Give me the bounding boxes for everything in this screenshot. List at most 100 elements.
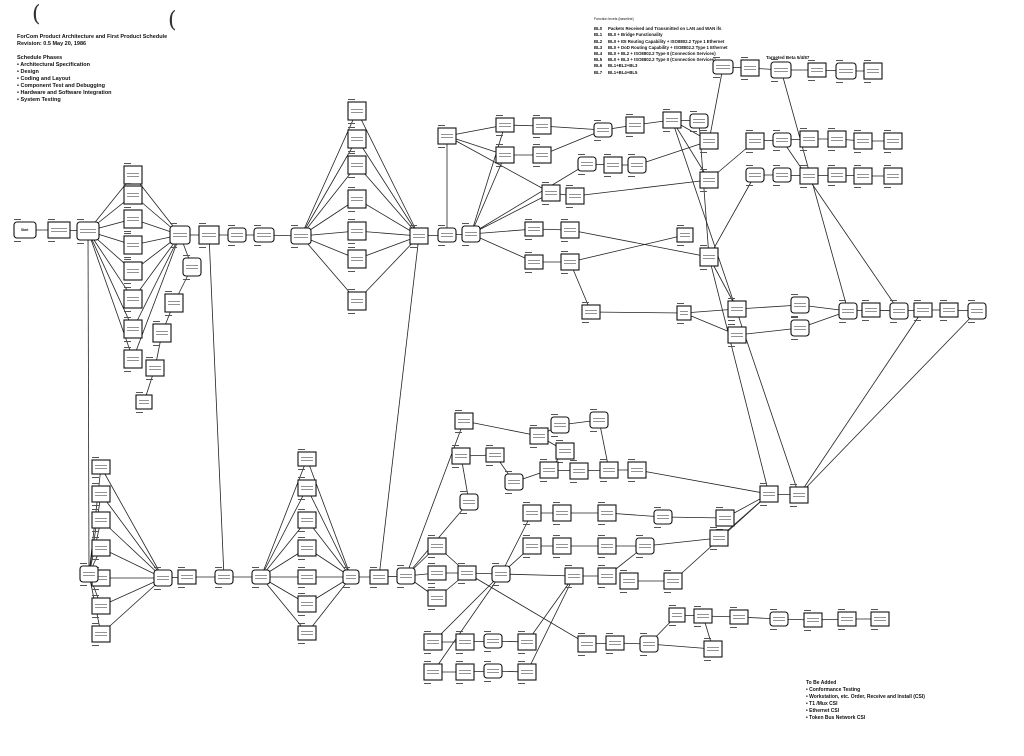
dependency-edge [260, 487, 308, 578]
task-node [599, 461, 619, 479]
task-node [369, 569, 389, 585]
task-node [913, 302, 933, 318]
task-node [297, 479, 317, 497]
dependency-edge [736, 304, 801, 310]
task-node [495, 146, 515, 164]
dependency-edge [526, 575, 575, 673]
dependency-edge [446, 135, 506, 156]
dependency-edge [306, 576, 352, 634]
to-be-added-item: • Workstation, etc. Order, Receive and I… [806, 694, 925, 700]
task-node [297, 511, 317, 529]
milestone-node [639, 635, 659, 653]
task-node [451, 447, 471, 465]
task-node [91, 597, 111, 615]
task-node [427, 537, 447, 555]
milestone-node [593, 122, 613, 138]
task-node [524, 254, 544, 270]
milestone-node [589, 411, 609, 429]
task-node [552, 504, 572, 522]
task-node [727, 326, 747, 344]
dependency-edge [648, 643, 714, 650]
dependency-edge [463, 420, 540, 437]
milestone-node [653, 509, 673, 525]
dependency-edge [708, 174, 756, 258]
dependency-edge [644, 537, 720, 547]
task-node [522, 504, 542, 522]
to-be-added-heading: To Be Added [806, 680, 837, 686]
task-node [145, 359, 165, 377]
task-node [409, 227, 429, 245]
dependency-edge [470, 163, 588, 235]
task-node [454, 412, 474, 430]
task-node [699, 247, 719, 267]
dependency-edge [446, 124, 506, 137]
milestone-node [769, 611, 789, 627]
task-node [837, 611, 857, 627]
task-node [455, 633, 475, 651]
dependency-edge [470, 154, 506, 235]
task-node [799, 167, 819, 185]
dependency-edge [260, 519, 308, 578]
dependency-edge [100, 493, 164, 579]
task-node [91, 459, 111, 475]
milestone-node [689, 113, 709, 129]
task-node [123, 165, 143, 185]
dependency-edge [470, 228, 535, 235]
task-node [577, 635, 597, 653]
task-node [198, 225, 220, 245]
phase-item: • System Testing [17, 97, 61, 103]
dependency-edge [87, 230, 90, 575]
dependency-edge [87, 230, 134, 330]
task-node [427, 565, 447, 581]
milestone-node [396, 567, 416, 585]
task-node [457, 565, 477, 581]
task-node [699, 132, 719, 150]
task-node [532, 146, 552, 164]
dependency-edge [100, 519, 164, 579]
milestone-node [889, 302, 909, 320]
task-node [123, 319, 143, 339]
dependency-edge [636, 469, 770, 495]
scan-mark: ( [32, 2, 41, 27]
dependency-edge [300, 164, 358, 237]
task-node [437, 127, 457, 145]
task-node [740, 59, 760, 77]
task-node [347, 249, 367, 269]
task-node [91, 511, 111, 529]
milestone-node [550, 416, 570, 434]
task-node [597, 567, 617, 585]
dependency-edge [300, 235, 358, 302]
phase-item: • Architectural Specification [17, 62, 90, 68]
phase-item: • Design [17, 69, 39, 75]
milestone-node [182, 257, 202, 277]
scan-mark: ( [168, 8, 177, 33]
milestone-node [342, 569, 360, 585]
dependency-edge [306, 487, 352, 578]
task-node [863, 62, 883, 80]
task-node [619, 572, 639, 590]
dependency-edge [260, 458, 308, 578]
dependency-edge [356, 235, 420, 260]
dependency-edge [590, 311, 685, 314]
dependency-edge [636, 140, 710, 166]
task-node [532, 117, 552, 135]
task-node [699, 171, 719, 189]
milestone-node [169, 225, 191, 245]
task-node [297, 451, 317, 467]
dependency-edge [780, 69, 849, 312]
milestone-node [437, 227, 457, 243]
task-node [861, 302, 881, 318]
milestone-node [214, 569, 234, 585]
task-node [727, 300, 747, 318]
node-start-label: Start [21, 228, 29, 232]
task-node [827, 130, 847, 148]
task-node [803, 612, 823, 628]
milestone-node [251, 569, 271, 585]
task-node [560, 253, 580, 271]
dependency-edge [356, 110, 420, 237]
dependency-edge [88, 493, 102, 575]
